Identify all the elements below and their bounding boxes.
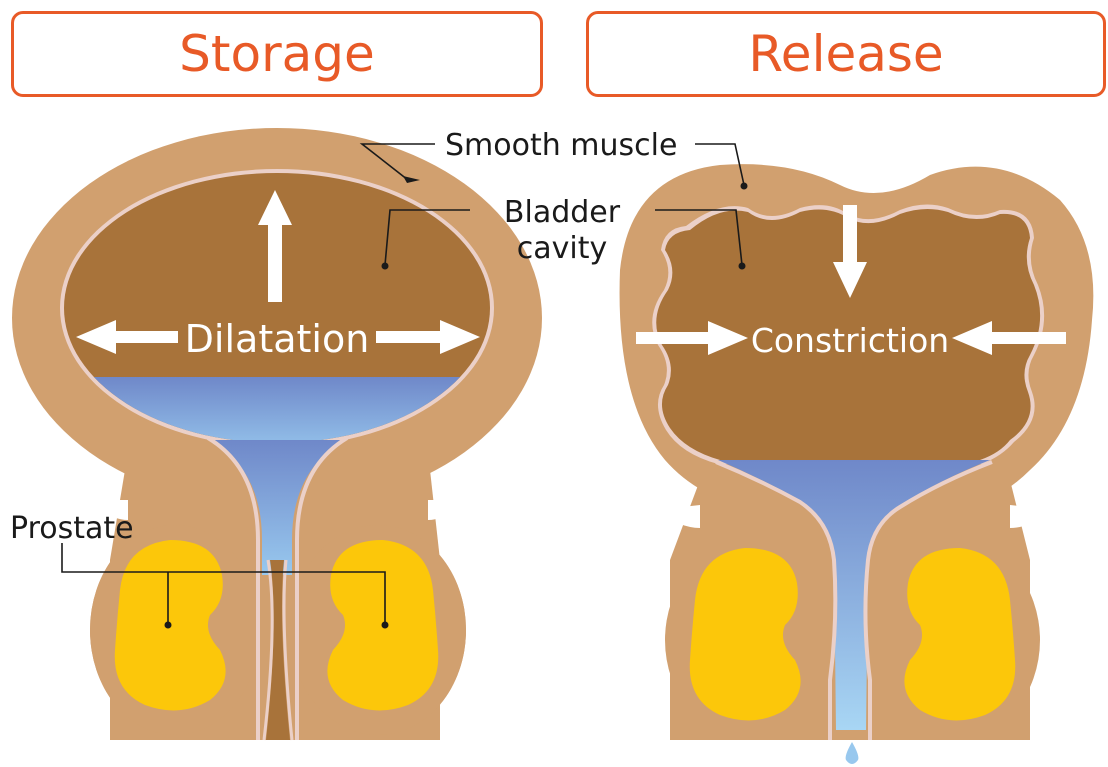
prostate-label: Prostate: [10, 511, 134, 546]
constriction-label: Constriction: [751, 321, 949, 360]
urine-drop-icon: [846, 742, 859, 764]
bladder-label-line2: cavity: [517, 231, 607, 266]
dilatation-label: Dilatation: [185, 317, 370, 361]
smooth-muscle-label: Smooth muscle: [445, 128, 677, 163]
bladder-label-line1: Bladder: [504, 195, 621, 230]
storage-bladder: Dilatation: [12, 128, 542, 740]
release-bladder: Constriction: [620, 164, 1094, 764]
